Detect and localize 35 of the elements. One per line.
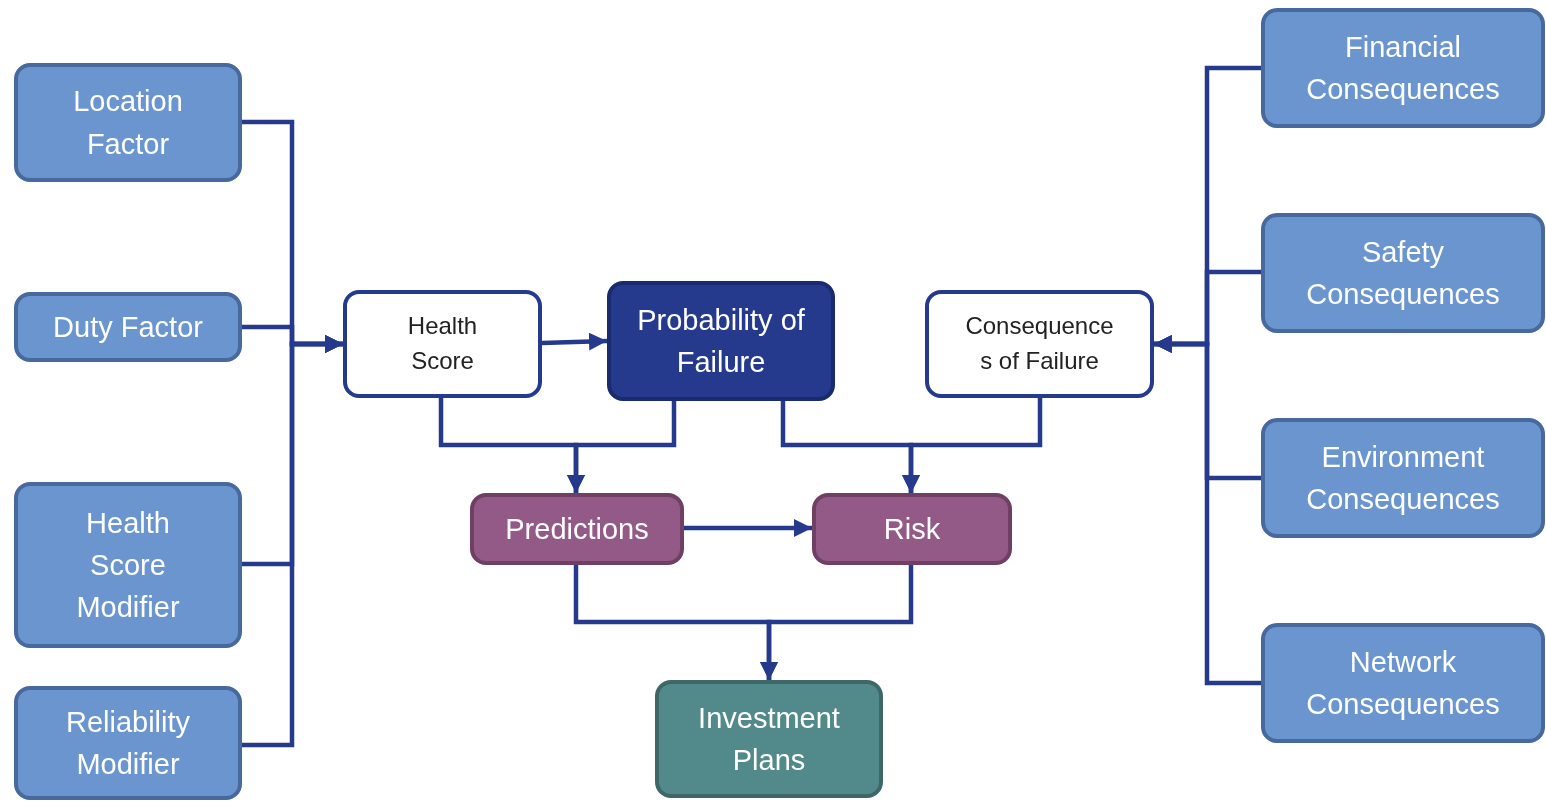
connector-arrow xyxy=(242,335,343,748)
factor-box xyxy=(1261,418,1545,538)
output-box xyxy=(812,493,1012,565)
connector-arrow xyxy=(684,519,812,537)
factor-box xyxy=(1261,8,1545,128)
factor-box xyxy=(14,63,242,182)
connector-arrow xyxy=(902,398,1043,493)
factor-box xyxy=(14,686,242,800)
connector-arrow xyxy=(541,332,608,351)
factor-box xyxy=(1261,623,1545,743)
node-label: Reliability Modifier xyxy=(64,704,192,782)
factor-box xyxy=(1261,213,1545,333)
node-label: Consequence s of Failure xyxy=(964,311,1115,376)
node-label: Environment Consequences xyxy=(1305,439,1501,517)
connector-arrow xyxy=(1154,335,1261,686)
process-box xyxy=(343,290,542,398)
node-label: Location Factor xyxy=(72,84,184,162)
process-box xyxy=(925,290,1154,398)
node-label: Investment Plans xyxy=(697,700,841,778)
node-label: Probability of Failure xyxy=(636,302,806,380)
node-label: Financial Consequences xyxy=(1305,29,1501,107)
connector-arrow xyxy=(760,565,914,680)
node-label: Health Score Modifier xyxy=(75,505,181,625)
result-box xyxy=(655,680,883,798)
node-label: Predictions xyxy=(505,511,649,547)
connector-arrow xyxy=(567,401,677,493)
node-label: Safety Consequences xyxy=(1305,234,1501,312)
output-box xyxy=(470,493,684,565)
factor-box xyxy=(14,482,242,648)
node-label: Duty Factor xyxy=(53,309,203,345)
node-label: Network Consequences xyxy=(1305,644,1501,722)
node-label: Risk xyxy=(883,511,941,547)
factor-box xyxy=(14,292,242,362)
node-label: Health Score xyxy=(406,311,479,376)
highlight-box xyxy=(607,281,835,401)
